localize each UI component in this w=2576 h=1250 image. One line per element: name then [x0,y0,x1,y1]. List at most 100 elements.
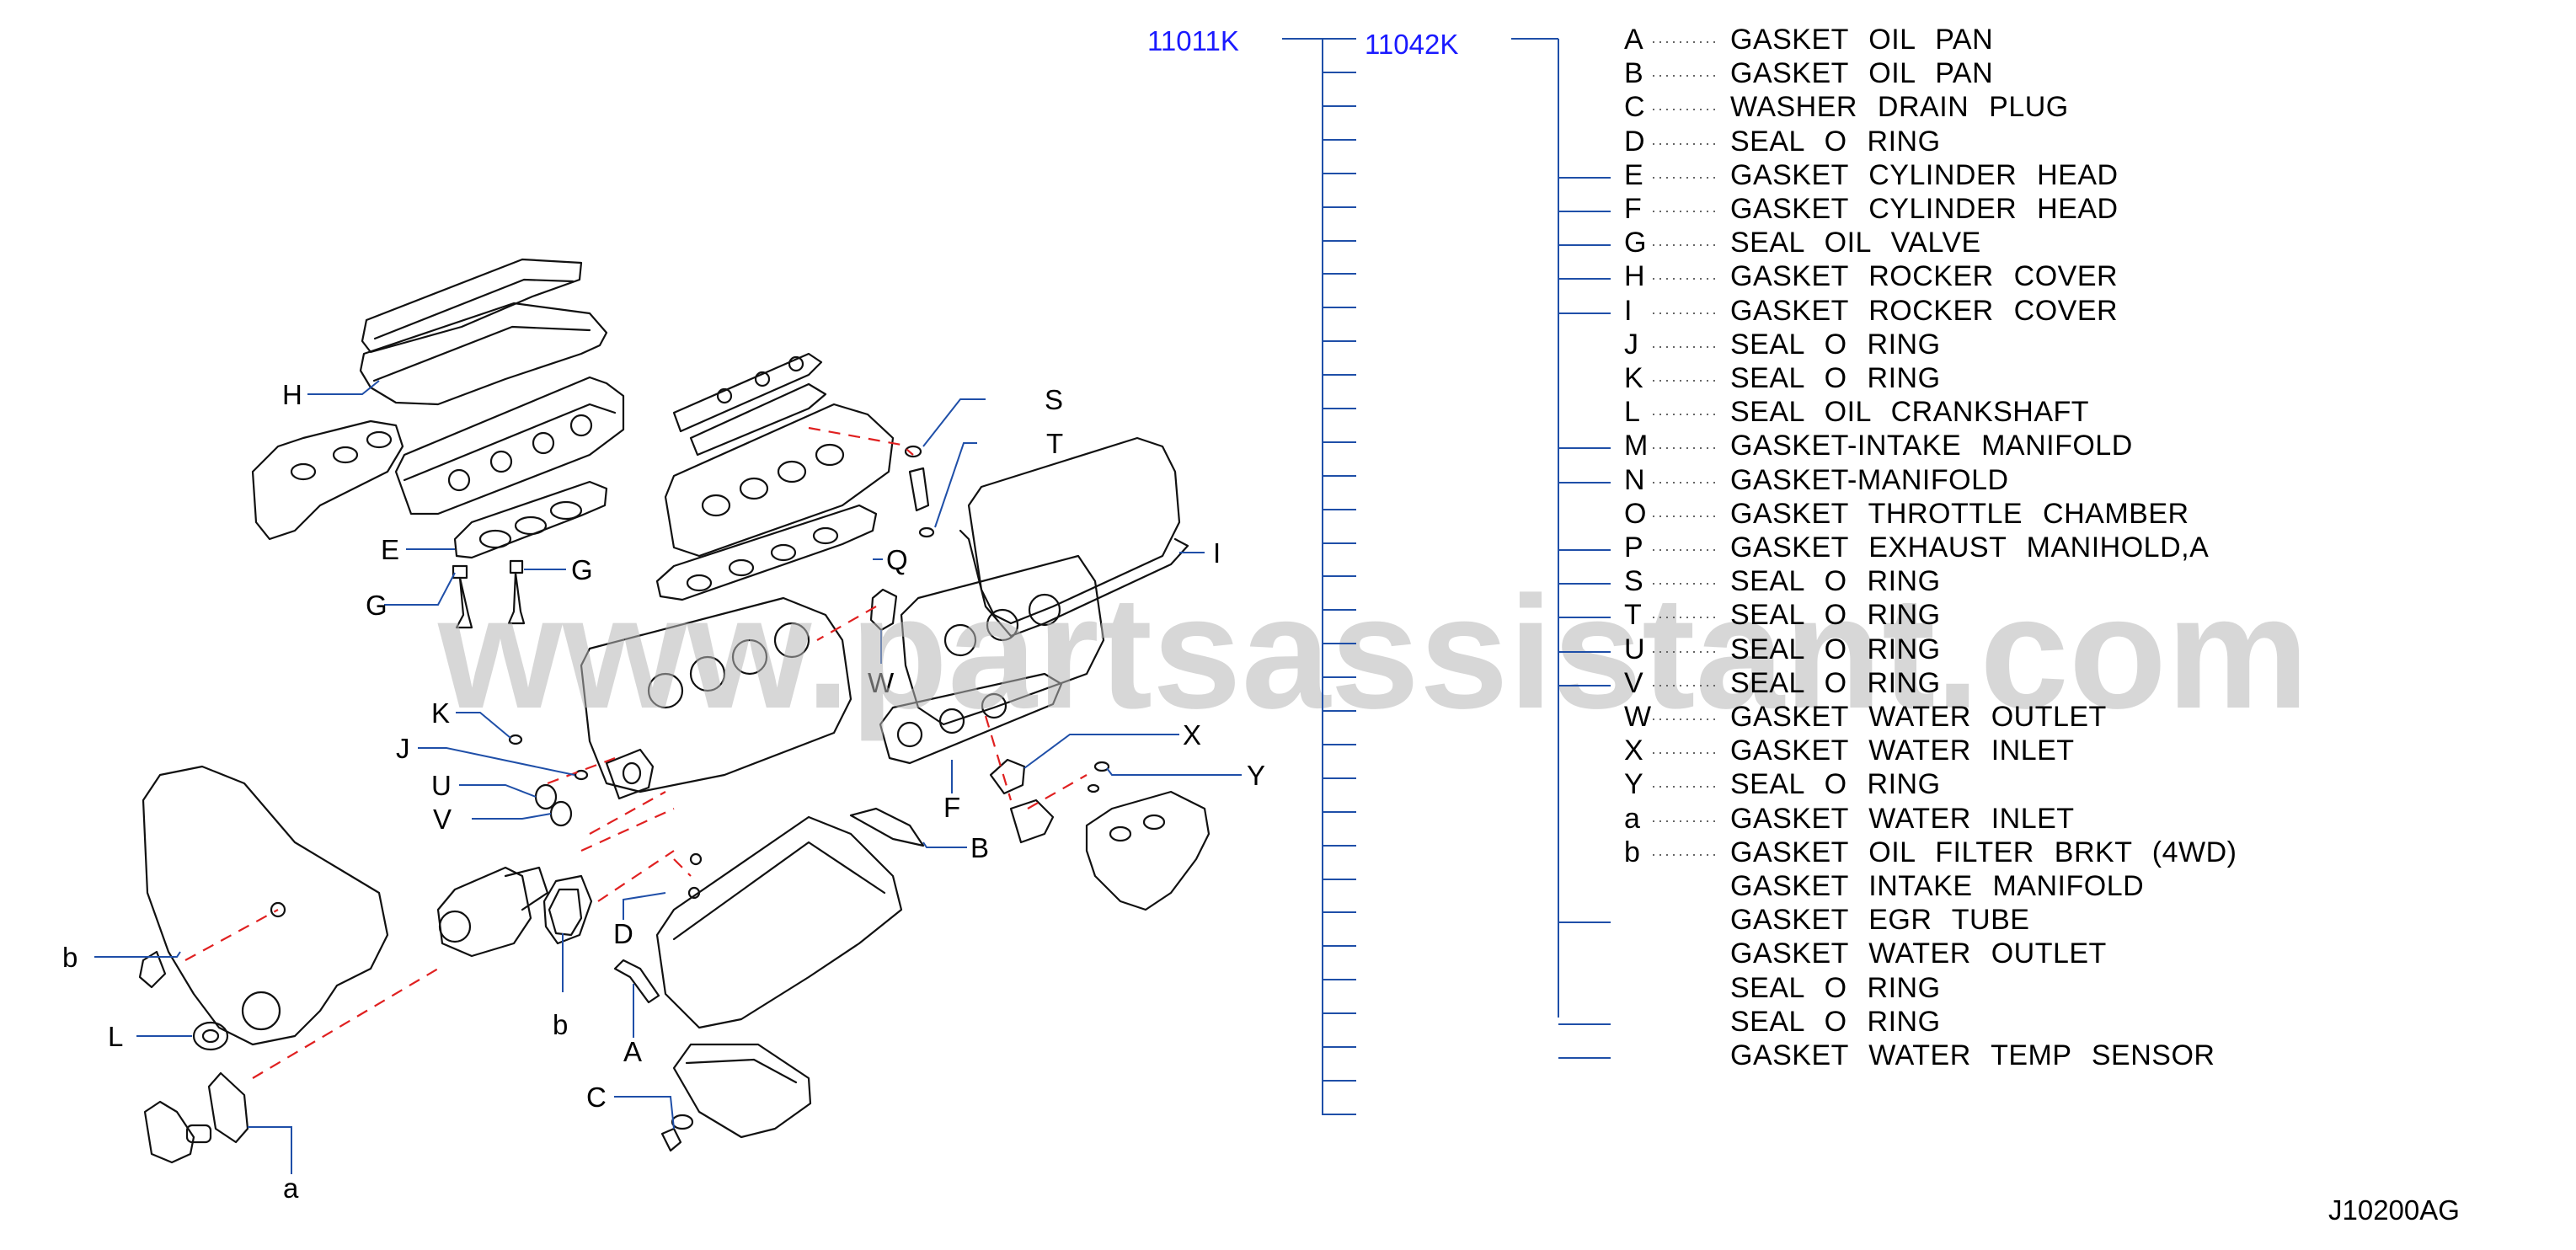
legend-key: P [1624,532,1643,564]
callout-2: G [366,590,387,621]
legend-key: H [1624,260,1645,292]
legend-desc: GASKET-INTAKE MANIFOLD [1730,430,2133,462]
legend-row: SEAL O RING [1730,1006,1940,1038]
legend-desc: GASKET OIL PAN [1730,24,1993,56]
legend-desc: GASKET WATER INLET [1730,803,2075,835]
legend-key: Y [1624,768,1643,800]
water-inlet [143,1071,249,1164]
legend-row: I GASKET ROCKER COVER [1624,295,2118,327]
callout-1: E [381,534,399,565]
legend-desc: GASKET EXHAUST MANIHOLD,A [1730,532,2209,564]
callout-8: W [868,667,895,698]
callout-11: U [431,770,452,801]
oil-pan-lower [660,1043,812,1152]
legend-desc: SEAL O RING [1730,329,1941,361]
legend-desc: SEAL O RING [1730,972,1941,1004]
watermark: www.partsassistant.com [437,564,2309,742]
legend-key: K [1624,362,1643,394]
callout-22: C [586,1082,607,1113]
legend-desc: SEAL O RING [1730,768,1941,800]
water-pump [436,866,593,958]
camshafts [672,352,827,457]
engine-block [580,554,1105,793]
kit-codes: 11011K 11042K [1147,25,1458,60]
legend-row: P GASKET EXHAUST MANIHOLD,A [1624,532,2209,564]
callout-0: H [282,379,302,410]
head-gasket-left [453,480,608,559]
callout-6: Q [886,544,908,575]
legend-desc: GASKET WATER OUTLET [1730,938,2107,970]
legend-desc: GASKET-MANIFOLD [1730,464,2009,496]
legend-key: E [1624,159,1643,191]
callout-3: G [571,554,593,585]
callout-21: A [623,1036,642,1067]
legend-desc: GASKET EGR TUBE [1730,904,2029,936]
valve-seals [452,559,526,629]
callout-23: a [283,1173,299,1204]
oil-pan-upper [655,807,925,1029]
subkit-tree-ticks [1558,177,1611,1059]
callout-14: Y [1247,760,1265,791]
callout-7: I [1213,537,1221,569]
legend-row: Y SEAL O RING [1624,768,1941,800]
rocker-cover-right [959,436,1189,638]
legend-desc: GASKET WATER TEMP SENSOR [1730,1039,2215,1071]
legend-row: E GASKET CYLINDER HEAD [1624,159,2119,191]
legend-key: V [1624,667,1643,699]
figure-id: J10200AG [2328,1194,2460,1226]
legend-desc: WASHER DRAIN PLUG [1730,91,2069,123]
legend-key: W [1624,701,1651,733]
legend-desc: GASKET OIL PAN [1730,57,1993,89]
callout-19: D [613,918,633,949]
legend-key: X [1624,735,1643,767]
oil-pan-gasket-a [613,959,660,1004]
legend-key: C [1624,91,1645,123]
legend-key: T [1624,599,1642,631]
exhaust-manifold-left [251,419,404,541]
legend-desc: SEAL OIL CRANKSHAFT [1730,396,2089,428]
legend-key: L [1624,396,1640,428]
legend-key: M [1624,430,1648,462]
legend-key: I [1624,295,1632,327]
legend-desc: GASKET THROTTLE CHAMBER [1730,498,2189,530]
subkit-code[interactable]: 11042K [1365,29,1458,60]
legend-desc: GASKET ROCKER COVER [1730,295,2118,327]
head-gasket-right [879,672,1063,765]
callout-20: b [553,1009,568,1040]
kit-code[interactable]: 11011K [1147,25,1239,56]
fuel-injector [904,445,935,538]
legend-desc: GASKET CYLINDER HEAD [1730,193,2119,225]
legend-desc: GASKET CYLINDER HEAD [1730,159,2119,191]
legend-desc: SEAL O RING [1730,362,1941,394]
legend-key: F [1624,193,1642,225]
legend-row: GASKET WATER TEMP SENSOR [1730,1039,2215,1071]
timing-cover [138,765,389,1046]
legend-desc: SEAL O RING [1730,667,1941,699]
kit-tree-ticks [1323,72,1356,1115]
callout-17: b [62,942,77,973]
legend-row: F GASKET CYLINDER HEAD [1624,193,2119,225]
callout-18: L [108,1021,123,1052]
legend-desc: GASKET WATER OUTLET [1730,701,2107,733]
callout-13: X [1183,719,1201,751]
kit-tree-lines [1282,38,1611,1115]
callout-15: F [943,792,960,823]
legend-key: a [1624,803,1640,835]
callout-4: S [1045,384,1063,415]
intake-gasket-q [655,504,878,601]
callout-9: K [431,697,450,729]
cylinder-head-left [394,376,625,515]
legend-desc: SEAL O RING [1730,633,1941,665]
callout-10: J [396,733,410,764]
legend-key: U [1624,633,1645,665]
callout-labels: H E G G S T Q I W K J U V X Y F B b L D … [62,379,1265,1204]
legend-desc: SEAL O RING [1730,599,1941,631]
legend-desc: GASKET INTAKE MANIFOLD [1730,870,2144,902]
legend-row: U SEAL O RING [1624,633,1941,665]
legend-row: GASKET EGR TUBE [1730,904,2029,936]
callout-16: B [970,832,989,863]
